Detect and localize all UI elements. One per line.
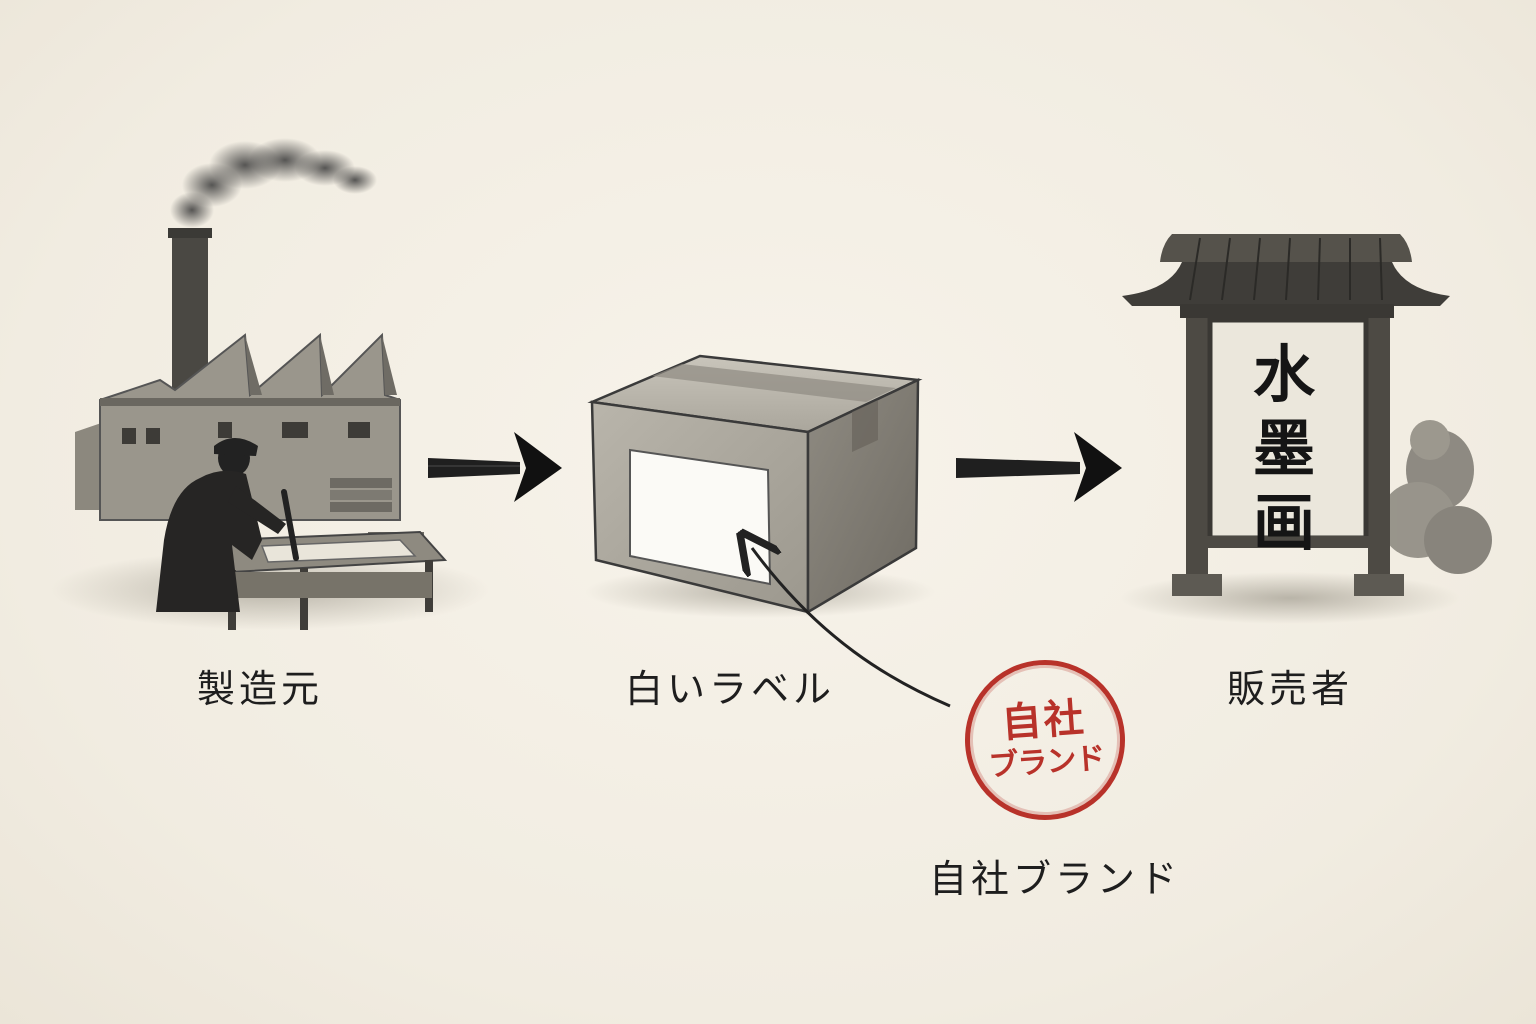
sign-char: 水: [1252, 338, 1315, 411]
stamp-text-line2: ブランド: [987, 740, 1106, 784]
signboard-icon: [1120, 234, 1492, 624]
arrow-right-icon: [956, 432, 1122, 502]
smoke: [170, 138, 377, 228]
worker-icon: [156, 438, 299, 612]
sign-char: 墨: [1252, 412, 1315, 485]
shrub: [1380, 420, 1492, 574]
sign-text: 水 墨 画: [1244, 338, 1324, 560]
stamp-text-line1: 自社: [1000, 695, 1088, 747]
sign-char: 画: [1252, 486, 1315, 559]
own-brand-label: 自社ブランド: [928, 857, 1181, 901]
factory-icon: [50, 138, 490, 630]
curved-arrow-icon: [752, 548, 951, 708]
arrow-right-icon: [428, 432, 562, 502]
seller-label: 販売者: [1226, 667, 1353, 711]
manufacturer-label: 製造元: [196, 667, 323, 711]
cardboard-box-icon: [585, 354, 935, 618]
white-label-label: 白いラベル: [624, 667, 835, 711]
